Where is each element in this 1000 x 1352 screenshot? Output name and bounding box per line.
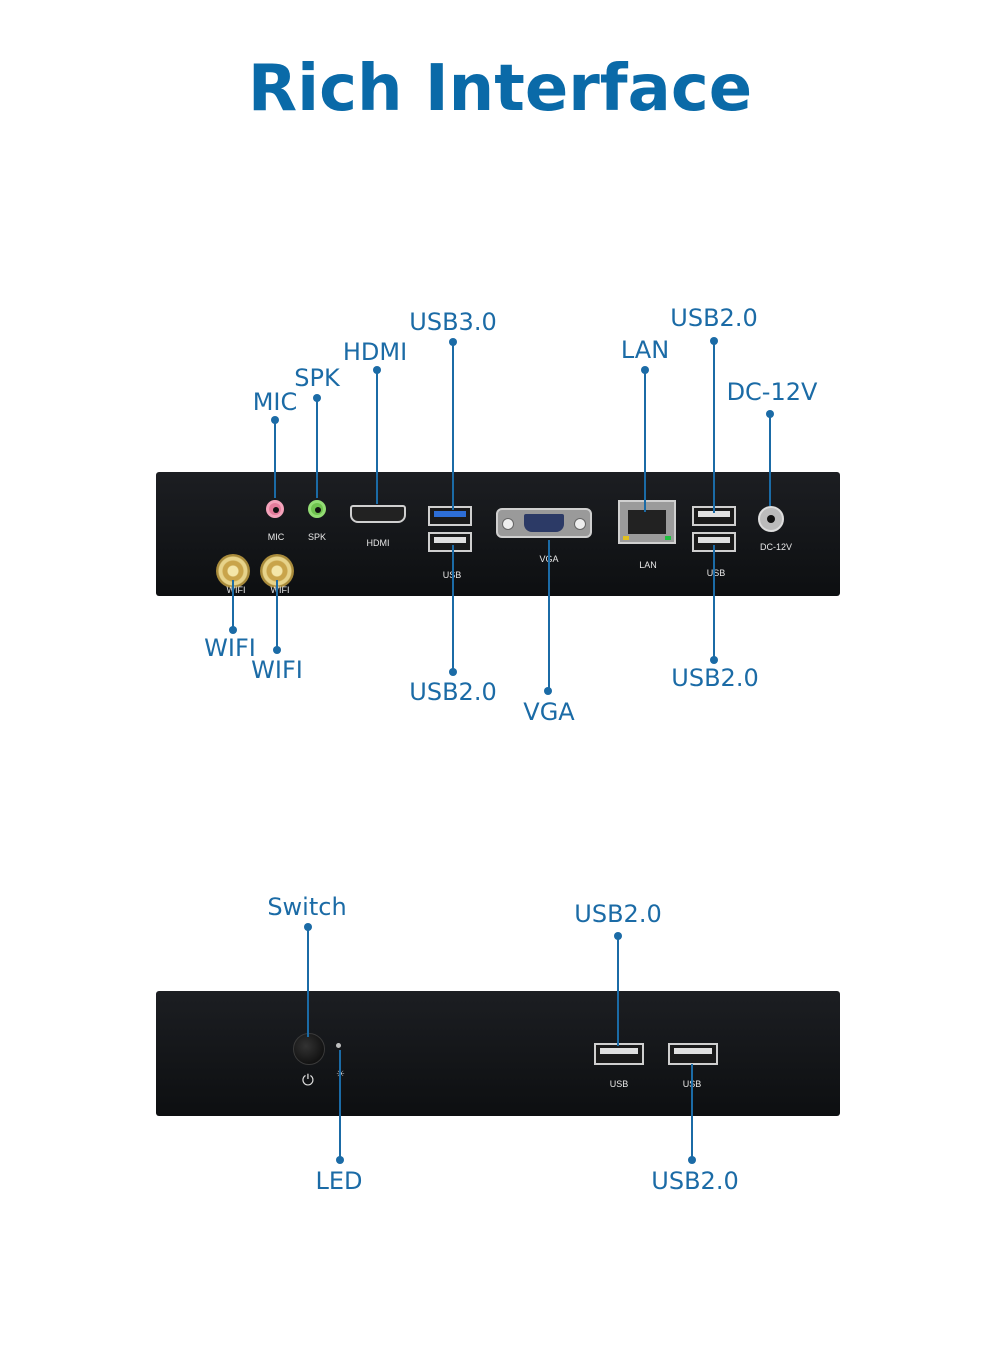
callout-spk: SPK [294, 364, 340, 392]
mic-port-label: MIC [267, 532, 285, 542]
callout-dot [688, 1156, 696, 1164]
callout-hdmi: HDMI [342, 338, 408, 366]
wifi1-port-label: WIFI [226, 585, 246, 595]
lan-port [618, 500, 676, 544]
hdmi-port [350, 505, 406, 523]
callout-mic: MIC [252, 388, 298, 416]
mic-jack [266, 500, 284, 518]
callout-line [376, 370, 378, 504]
callout-usb20-top: USB2.0 [670, 304, 758, 332]
front-usb1-port-label: USB [609, 1079, 629, 1089]
callout-usb20-bottom-right: USB2.0 [671, 664, 759, 692]
led-indicator [336, 1043, 341, 1048]
callout-usb30: USB3.0 [409, 308, 497, 336]
rear-panel: MIC SPK HDMI USB VGA LAN USB DC-12V WIFI… [156, 472, 840, 596]
callout-line [339, 1050, 341, 1160]
power-button [293, 1033, 325, 1065]
callout-line [232, 580, 234, 628]
callout-line [307, 927, 309, 1037]
callout-line [274, 420, 276, 498]
page-title: Rich Interface [247, 52, 753, 126]
callout-dc12v: DC-12V [726, 378, 818, 406]
lan-port-label: LAN [639, 560, 657, 570]
callout-line [644, 370, 646, 512]
callout-line [617, 936, 619, 1046]
callout-line [548, 540, 550, 690]
callout-dot [544, 687, 552, 695]
callout-wifi1: WIFI [204, 634, 256, 662]
hdmi-port-label: HDMI [366, 538, 390, 548]
front-usb20-port-2 [668, 1043, 718, 1065]
usb20-port-left [428, 532, 472, 552]
callout-vga: VGA [523, 698, 575, 726]
callout-line [276, 580, 278, 648]
callout-dot [336, 1156, 344, 1164]
callout-line [769, 414, 771, 506]
callout-line [691, 1064, 693, 1160]
callout-line [316, 398, 318, 498]
callout-switch: Switch [267, 893, 347, 921]
callout-lan: LAN [620, 336, 670, 364]
dc-port-label: DC-12V [759, 542, 793, 552]
vga-port [496, 508, 592, 538]
wifi2-port-label: WIFI [270, 585, 290, 595]
callout-line [713, 341, 715, 513]
callout-line [452, 342, 454, 510]
callout-led: LED [315, 1167, 363, 1195]
callout-usb20-bottom-left: USB2.0 [409, 678, 497, 706]
callout-dot [273, 646, 281, 654]
front-usb20-port-1 [594, 1043, 644, 1065]
callout-front-usb20-bottom: USB2.0 [651, 1167, 739, 1195]
callout-dot [449, 668, 457, 676]
callout-dot [229, 626, 237, 634]
callout-line [452, 545, 454, 671]
dc-jack [758, 506, 784, 532]
callout-line [713, 545, 715, 659]
usb30-port [428, 506, 472, 526]
callout-wifi2: WIFI [251, 656, 303, 684]
callout-front-usb20-top: USB2.0 [574, 900, 662, 928]
front-panel: ⏻ ☀ USB USB [156, 991, 840, 1116]
spk-jack [308, 500, 326, 518]
power-icon: ⏻ [302, 1071, 314, 1089]
usb-right-port-label: USB [706, 568, 726, 578]
callout-dot [710, 656, 718, 664]
spk-port-label: SPK [307, 532, 327, 542]
